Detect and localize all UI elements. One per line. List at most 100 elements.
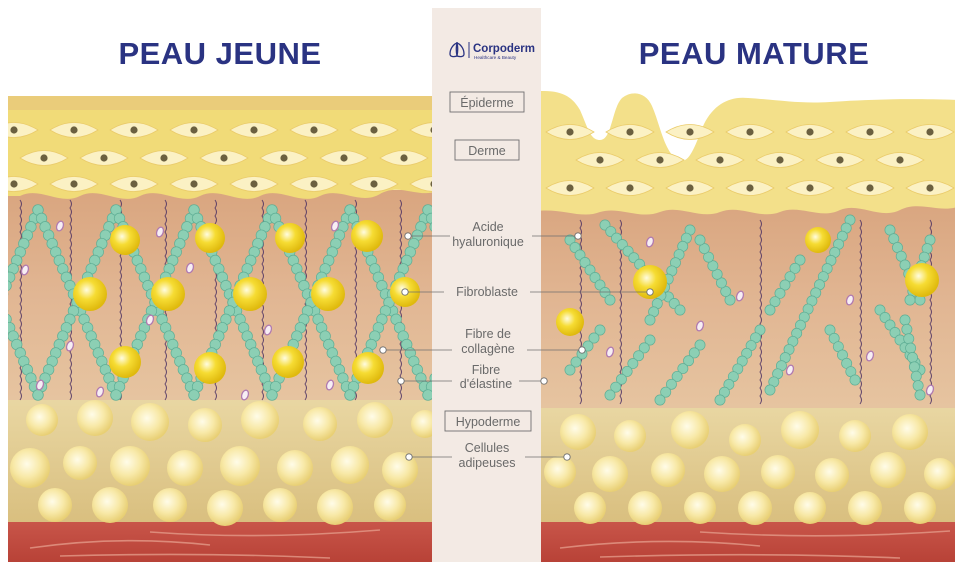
collagen-bead	[913, 381, 923, 391]
adipose-cell	[560, 414, 596, 450]
epidermis-cell-nucleus	[220, 154, 227, 161]
fibroblast-cell	[110, 225, 140, 255]
adipose-cell	[684, 492, 716, 524]
collagen-bead	[0, 289, 1, 300]
epidermis-cell-nucleus	[746, 184, 753, 191]
fibroblast-cell	[352, 352, 384, 384]
adipose-cell	[761, 455, 795, 489]
collagen-bead	[655, 395, 665, 405]
collagen-bead	[111, 390, 122, 401]
adipose-cell	[357, 402, 393, 438]
fibroblast-cell	[73, 277, 107, 311]
fibroblast-cell	[151, 277, 185, 311]
adipose-cell	[153, 488, 187, 522]
epidermis-cell-nucleus	[686, 128, 693, 135]
fibroblast-label: Fibroblaste	[456, 285, 518, 299]
adipose-cell	[574, 492, 606, 524]
collagen-bead	[33, 390, 44, 401]
fibroblast-cell	[351, 220, 383, 252]
epidermis-cell-nucleus	[400, 154, 407, 161]
adipose-cell	[671, 411, 709, 449]
fibroblast-cell	[275, 223, 305, 253]
epidermis-cell-nucleus	[866, 128, 873, 135]
collagen-bead	[605, 390, 615, 400]
adipose-cell	[729, 424, 761, 456]
fibroblast-cell	[905, 263, 939, 297]
collagen-bead	[695, 235, 705, 245]
epidermis-cell-nucleus	[130, 180, 137, 187]
collagen-bead	[904, 334, 914, 344]
adipose-cell	[738, 491, 772, 525]
collagen-bead	[915, 390, 925, 400]
heading-young-skin: PEAU JEUNE	[118, 36, 321, 71]
epidermis-cell-nucleus	[10, 126, 17, 133]
logo-name: Corpoderm	[473, 43, 535, 55]
mature-skin-illustration	[530, 91, 955, 562]
fibroblast-cell	[194, 352, 226, 384]
adipose-cell	[614, 420, 646, 452]
collagen-bead	[423, 390, 434, 401]
epidermis-cell-nucleus	[310, 180, 317, 187]
epidermis-cell-nucleus	[340, 154, 347, 161]
hyaluronic-label-line2: hyaluronique	[452, 235, 524, 249]
collagen-bead	[0, 306, 8, 317]
collagen-bead	[645, 315, 655, 325]
collagen-bead	[267, 390, 278, 401]
collagen-bead	[715, 395, 725, 405]
epidermis-cell-nucleus	[566, 184, 573, 191]
collagen-bead	[900, 315, 910, 325]
epidermis-cell-nucleus	[896, 156, 903, 163]
adipose-cell	[110, 446, 150, 486]
logo-tagline: Healthcare & Beauty	[474, 55, 517, 60]
adipose-cell	[704, 456, 740, 492]
fibroblast-cell	[805, 227, 831, 253]
adipose-label-line2: adipeuses	[459, 456, 516, 470]
adipose-cell	[131, 403, 169, 441]
heading-mature-skin: PEAU MATURE	[639, 36, 870, 71]
adipose-cell	[220, 446, 260, 486]
collagen-bead	[605, 295, 615, 305]
fibroblast-cell	[311, 277, 345, 311]
collagen-bead	[565, 365, 575, 375]
elastin-pointer-left	[398, 378, 404, 384]
epidermis-cell-nucleus	[926, 184, 933, 191]
collagen-bead	[0, 297, 4, 308]
epidermis-cell-nucleus	[776, 156, 783, 163]
adipose-cell	[781, 411, 819, 449]
collagen-bead	[909, 362, 919, 372]
adipose-cell	[241, 401, 279, 439]
epidermis-cell-nucleus	[160, 154, 167, 161]
adipose-cell	[374, 489, 406, 521]
adipose-cell	[794, 492, 826, 524]
epidermis-cell-nucleus	[190, 126, 197, 133]
fibroblast-cell	[109, 346, 141, 378]
collagen-pointer-left	[380, 347, 386, 353]
collagen-label-line2: collagène	[461, 342, 515, 356]
epidermis-cell-nucleus	[40, 154, 47, 161]
adipose-pointer-left	[406, 454, 412, 460]
epidermis-cell-nucleus	[70, 126, 77, 133]
collagen-bead	[4, 272, 15, 283]
epidermis-cell-nucleus	[190, 180, 197, 187]
epidermis-cell-nucleus	[866, 184, 873, 191]
collagen-label-line1: Fibre de	[465, 327, 511, 341]
adipose-cell	[92, 487, 128, 523]
epidermis-cell-nucleus	[926, 128, 933, 135]
fibroblast-cell	[233, 277, 267, 311]
fibroblast-pointer-right	[647, 289, 653, 295]
collagen-bead	[0, 289, 8, 300]
collagen-bead	[902, 324, 912, 334]
epidermis-cell-nucleus	[310, 126, 317, 133]
adipose-cell	[277, 450, 313, 486]
collagen-bead	[906, 343, 916, 353]
adipose-cell	[544, 456, 576, 488]
fibroblast-cell	[272, 346, 304, 378]
fibroblast-cell	[195, 223, 225, 253]
epidermis-cell-nucleus	[250, 126, 257, 133]
fibroblast-cell	[556, 308, 584, 336]
adipose-cell	[924, 458, 955, 490]
adipose-cell	[331, 446, 369, 484]
adipose-cell	[207, 490, 243, 526]
elastin-pointer-right	[541, 378, 547, 384]
